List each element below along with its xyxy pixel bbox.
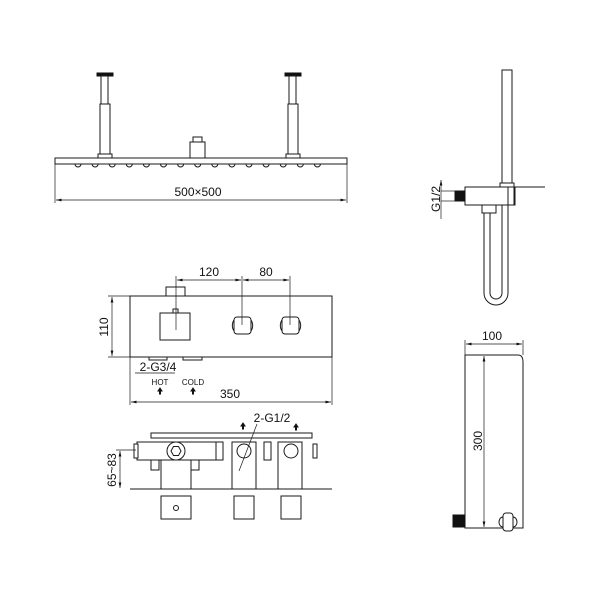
right-ceiling-arm bbox=[284, 72, 302, 159]
handshower-height-label: 300 bbox=[471, 431, 485, 451]
center-connector bbox=[192, 136, 203, 143]
depth-range-label: 65~83 bbox=[105, 453, 119, 487]
cold-label: COLD bbox=[182, 378, 204, 387]
cold-arrow-icon bbox=[190, 387, 196, 395]
nozzle bbox=[108, 163, 116, 168]
nozzle bbox=[279, 163, 287, 168]
diverter-knob bbox=[159, 312, 191, 341]
outlet-arrow-icon bbox=[240, 422, 246, 430]
nozzle bbox=[177, 163, 185, 168]
temperature-knob bbox=[233, 316, 252, 335]
shower-hose bbox=[483, 205, 509, 306]
shower-nozzles bbox=[74, 163, 321, 168]
holder bbox=[502, 512, 514, 532]
wall-connector bbox=[454, 190, 466, 202]
nozzle bbox=[125, 163, 133, 168]
nozzle bbox=[160, 163, 167, 168]
flow-knob bbox=[281, 316, 300, 335]
left-ceiling-arm bbox=[96, 72, 114, 159]
outlet-arrow-icon bbox=[293, 423, 299, 431]
wall-outlet bbox=[452, 514, 466, 528]
nozzle bbox=[194, 163, 202, 168]
center-inlet bbox=[189, 141, 206, 159]
outlet-leader-line bbox=[238, 423, 258, 472]
overhead-shower-view: 500×500 bbox=[54, 72, 348, 203]
handshower-side-view: G1/2 bbox=[429, 69, 545, 306]
nozzle bbox=[211, 163, 219, 168]
nozzle bbox=[228, 163, 236, 168]
overhead-size-label: 500×500 bbox=[174, 185, 221, 199]
nozzle bbox=[74, 163, 82, 168]
nozzle bbox=[313, 163, 321, 168]
spacing-120-label: 120 bbox=[199, 265, 219, 279]
nozzle bbox=[91, 163, 99, 168]
nozzle bbox=[245, 163, 253, 168]
handshower-width-label: 100 bbox=[482, 329, 502, 343]
valve-body-view: 2-G1/2 65~83 bbox=[105, 411, 332, 520]
handshower-front-view: 100 300 bbox=[452, 329, 524, 532]
spacing-80-label: 80 bbox=[259, 265, 273, 279]
valve-front-view: 120 80 110 2-G3/4 HOT COLD 350 bbox=[97, 265, 333, 405]
nozzle bbox=[262, 163, 270, 168]
nozzle bbox=[296, 163, 304, 168]
width-350-label: 350 bbox=[220, 387, 240, 401]
inlets-label: 2-G3/4 bbox=[140, 360, 177, 374]
nozzle bbox=[142, 163, 150, 168]
side-inlet-label: G1/2 bbox=[429, 186, 443, 212]
hot-arrow-icon bbox=[157, 387, 163, 395]
hot-label: HOT bbox=[152, 378, 169, 387]
outlets-label: 2-G1/2 bbox=[254, 411, 291, 425]
height-110-label: 110 bbox=[97, 317, 111, 336]
